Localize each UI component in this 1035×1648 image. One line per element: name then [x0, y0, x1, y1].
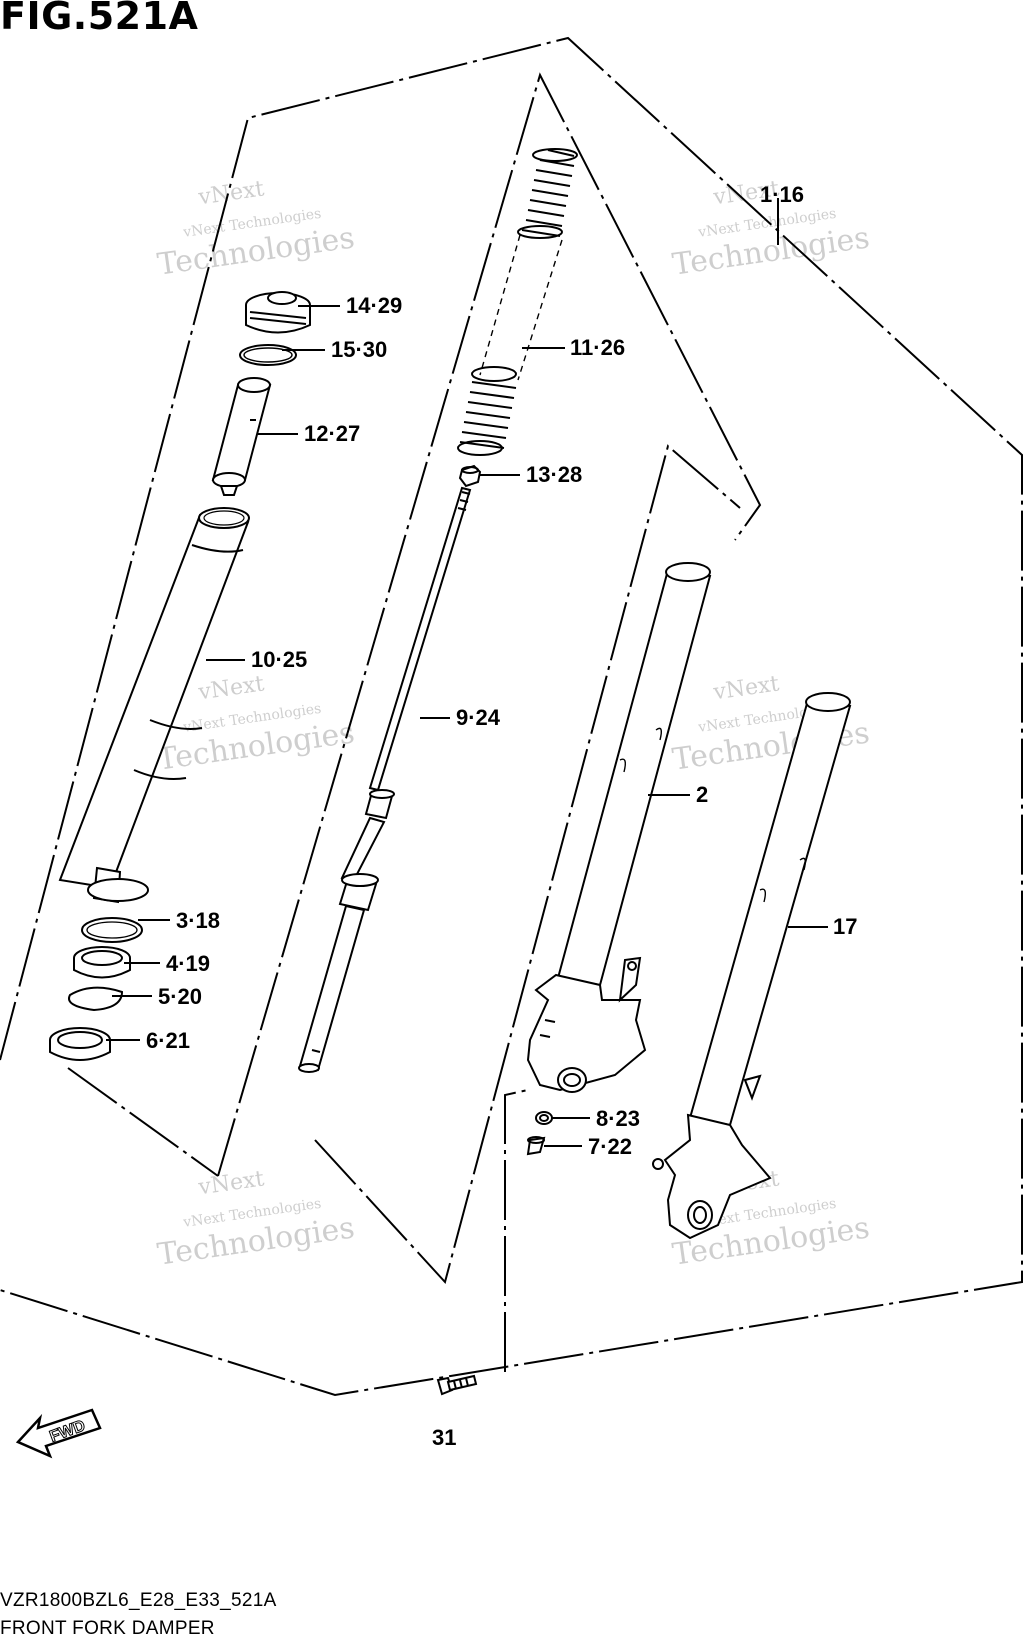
watermark-text: vNext	[196, 176, 266, 210]
drain-bolt-part	[526, 1136, 546, 1156]
fwd-arrow-icon: FWD	[15, 1408, 102, 1459]
callout-label: 3·18	[176, 908, 220, 933]
callout-label: 14·29	[346, 293, 402, 318]
callout-label: 2	[696, 782, 708, 807]
cap-bolt-part	[245, 291, 311, 334]
parts	[49, 148, 852, 1396]
inner-tube-left-part	[526, 562, 712, 1093]
callout-label: 11·26	[570, 335, 625, 360]
washer-part	[535, 1111, 553, 1125]
callout-label: 6·21	[146, 1028, 190, 1053]
oil-seal-part	[73, 946, 131, 979]
callout-label: 7·22	[588, 1134, 632, 1159]
callout-leaders	[106, 198, 828, 1147]
damper-rod-outline	[314, 444, 741, 1285]
watermark-text: vNext	[196, 1166, 266, 1200]
figure-caption: FRONT FORK DAMPER	[0, 1618, 215, 1639]
assembly-boundary	[0, 36, 1023, 1397]
callout-label: 1·16	[760, 182, 804, 207]
outer-tube-part	[58, 507, 250, 904]
bolt-31-part	[436, 1374, 478, 1396]
callout-label: 31	[432, 1425, 456, 1450]
figure-title: FIG.521A	[0, 0, 199, 38]
bolt-31-guide	[504, 1089, 529, 1372]
fork-spring-part	[479, 148, 578, 381]
callout-label: 17	[833, 914, 857, 939]
o-ring-part	[239, 344, 297, 366]
callout-label: 15·30	[331, 337, 387, 362]
callout-label: 12·27	[304, 421, 360, 446]
callout-label: 13·28	[526, 462, 582, 487]
fork-spring-lower-part	[457, 366, 517, 456]
figure-code: VZR1800BZL6_E28_E33_521A	[0, 1590, 277, 1611]
callout-label: 8·23	[596, 1106, 640, 1131]
watermark-group: vNext vNext Technologies Technologies vN…	[155, 176, 871, 1272]
callout-label: 9·24	[456, 705, 501, 730]
watermark-text: vNext	[196, 671, 266, 705]
snap-ring-part	[68, 986, 124, 1012]
ring-part	[81, 917, 143, 943]
lock-nut-part	[458, 464, 482, 488]
callout-label: 4·19	[166, 951, 210, 976]
dust-seal-part	[49, 1027, 111, 1061]
watermark-text: vNext	[711, 671, 781, 705]
callout-labels: 1·16 14·29 15·30 12·27 11·26 13·28 10·25…	[146, 182, 857, 1450]
damper-rod-part	[298, 486, 472, 1073]
cartridge-group-outline	[67, 72, 762, 1177]
callout-label: 10·25	[251, 647, 307, 672]
callout-label: 5·20	[158, 984, 202, 1009]
spacer-part	[211, 377, 272, 496]
inner-tube-right-part	[652, 692, 852, 1240]
